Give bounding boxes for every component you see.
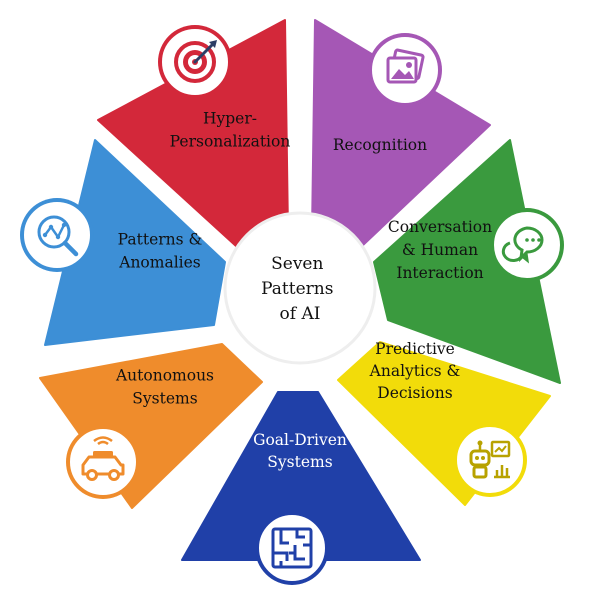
label-patterns-anomalies: Patterns & Anomalies [118,231,203,272]
pattern-segments [39,19,561,561]
robot-analytics-icon [453,423,527,497]
center-circle [223,211,377,365]
label-predictive-analytics-line-1: Predictive [375,340,455,358]
segment-predictive-analytics [337,341,551,506]
target-icon [158,25,232,99]
label-patterns-anomalies-line-1: Patterns & [118,231,203,249]
label-hyper-personalization: Hyper- Personalization [170,110,291,151]
segment-autonomous [39,343,263,509]
label-recognition: Recognition [333,136,427,154]
autonomous-car-icon [66,425,140,499]
maze-icon-glyph [271,527,313,569]
label-goal-driven-line-1: Goal-Driven [253,431,347,449]
label-hyper-personalization-line-2: Personalization [170,133,291,151]
label-autonomous-line-2: Systems [132,390,197,408]
label-patterns-anomalies-line-2: Anomalies [118,254,201,272]
center-hub: Seven Patterns of AI [223,211,377,365]
segment-patterns-anomalies [44,139,226,346]
segment-conversation [373,139,561,384]
robot-analytics-icon-glyph [469,440,511,479]
center-line-3: of AI [280,304,321,324]
chat-bubbles-icon-glyph [501,226,544,264]
image-recognition-icon-glyph [386,48,425,84]
pattern-icons [20,25,564,585]
label-recognition-line-1: Recognition [333,136,427,154]
autonomous-car-icon-glyph [81,436,125,481]
center-title: Seven Patterns of AI [261,254,339,324]
label-autonomous-line-1: Autonomous [115,367,214,385]
segment-goal-driven [181,391,421,561]
label-conversation-line-2: & Human [402,241,478,259]
label-conversation-line-1: Conversation [388,218,492,236]
label-predictive-analytics-line-2: Analytics & [369,362,461,380]
label-conversation-line-3: Interaction [396,264,483,282]
magnifier-graph-icon [20,198,94,272]
center-line-2: Patterns [261,279,333,299]
label-hyper-personalization-line-1: Hyper- [203,110,257,128]
center-line-1: Seven [271,254,323,274]
autonomous-car-icon-face [70,429,136,495]
pattern-labels: Hyper- Personalization RecognitionConversa… [115,110,492,472]
magnifier-graph-icon-glyph [37,215,79,257]
maze-icon [255,511,329,585]
image-recognition-icon [368,33,442,107]
label-predictive-analytics-line-3: Decisions [377,384,452,402]
target-icon-glyph [174,40,217,83]
maze-icon-face [259,515,325,581]
label-goal-driven-line-2: Systems [267,453,332,471]
chat-bubbles-icon [490,208,564,282]
